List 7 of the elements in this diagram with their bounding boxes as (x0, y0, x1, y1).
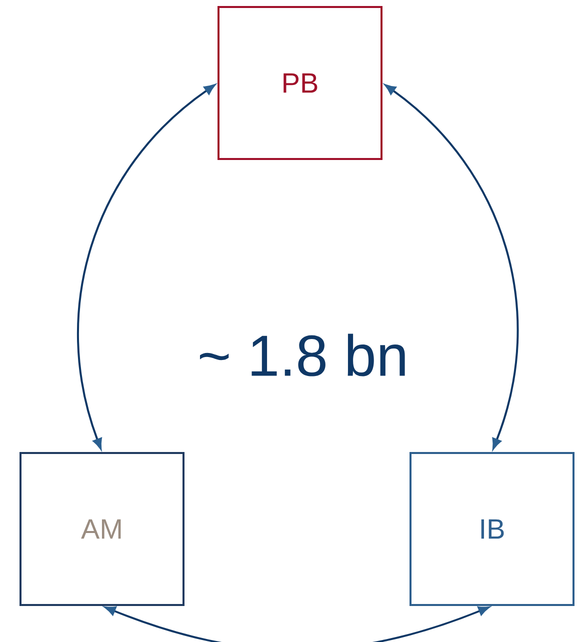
value-label: ~ 1.8 bn (200, 334, 405, 376)
box: IB (410, 452, 574, 606)
box: PB (218, 6, 382, 160)
arrow (104, 606, 490, 642)
box: AM (20, 452, 184, 606)
arrow (77, 84, 216, 450)
arrow (384, 84, 518, 450)
